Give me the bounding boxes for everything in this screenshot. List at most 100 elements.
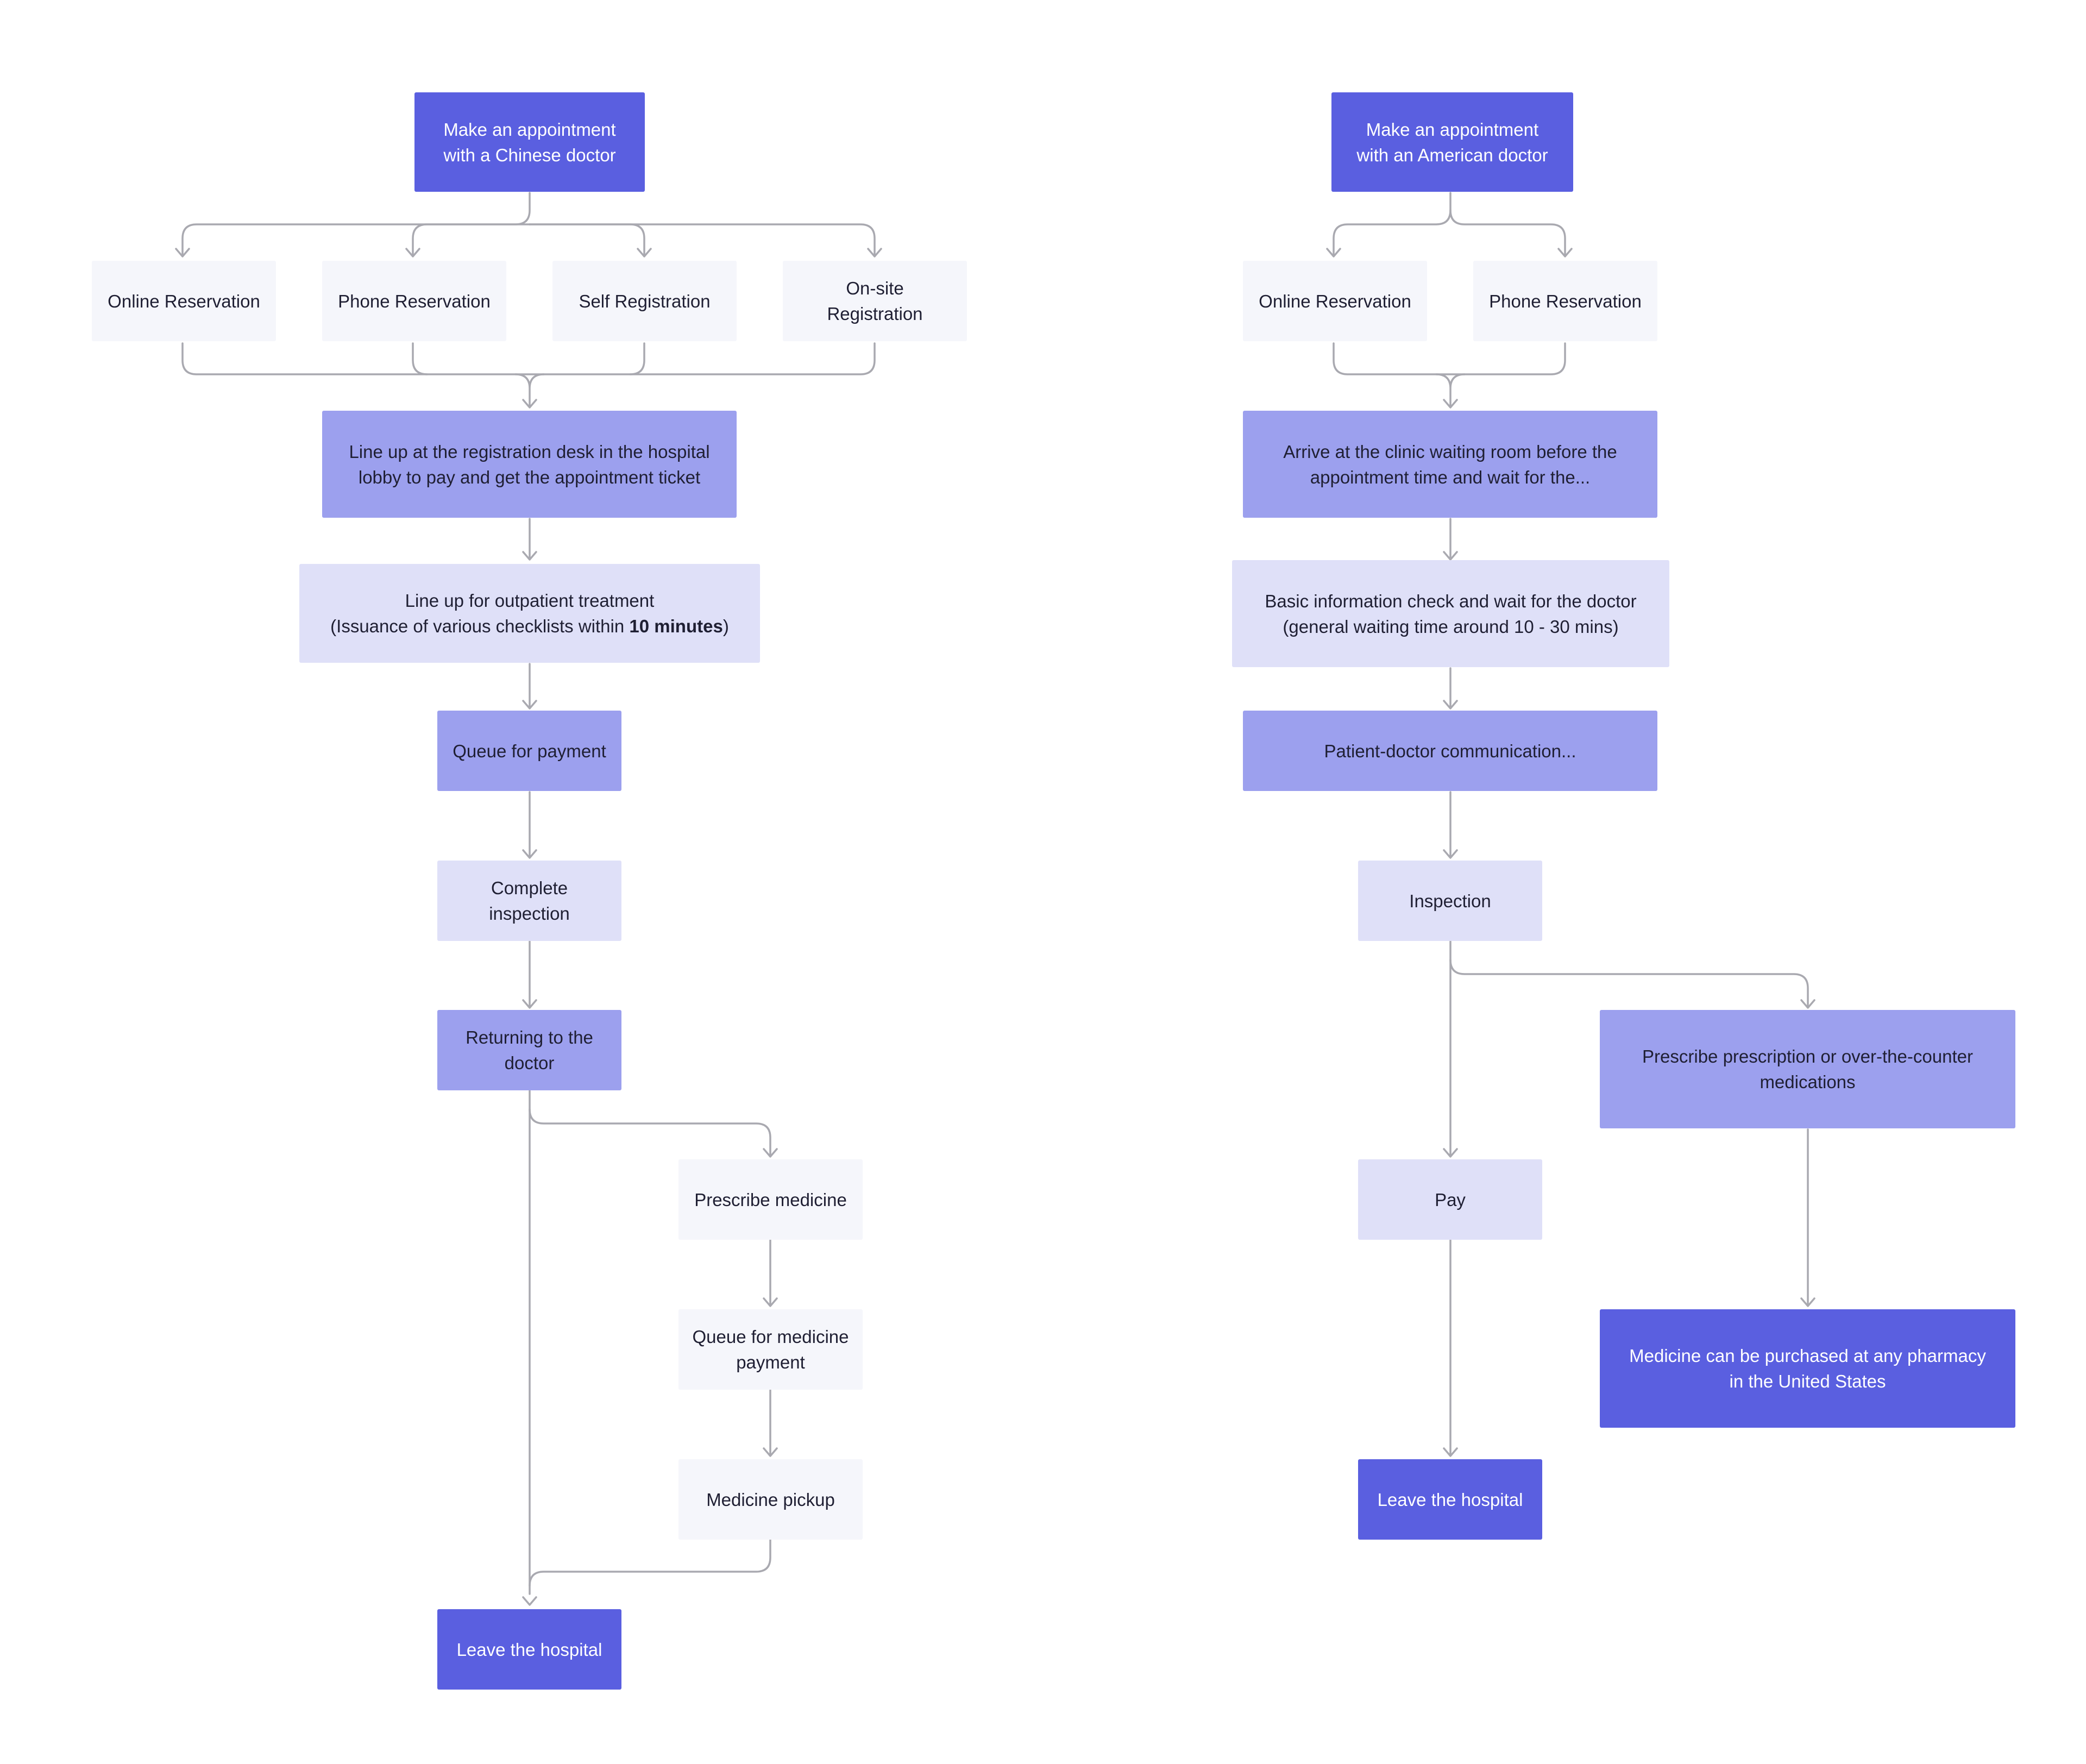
china-registration-desk-node[interactable]: Line up at the registration desk in the … xyxy=(322,411,737,518)
arrowhead xyxy=(175,248,190,258)
china-online-reservation-node[interactable]: Online Reservation xyxy=(92,261,276,341)
us-basic-info-node[interactable]: Basic information check and wait for the… xyxy=(1232,560,1669,667)
connector xyxy=(181,192,531,256)
connector xyxy=(529,223,876,256)
china-complete-inspection-node[interactable]: Complete inspection xyxy=(437,861,621,941)
arrowhead xyxy=(1443,399,1458,409)
arrowhead xyxy=(1443,700,1458,710)
us-pharmacy-node[interactable]: Medicine can be purchased at any pharmac… xyxy=(1600,1309,2015,1428)
arrowhead xyxy=(1443,849,1458,859)
us-pay-node[interactable]: Pay xyxy=(1358,1159,1542,1240)
arrowhead xyxy=(1557,248,1573,258)
node-label: Medicine can be purchased at any pharmac… xyxy=(1629,1346,1986,1366)
arrowhead xyxy=(522,700,537,710)
node-label: lobby to pay and get the appointment tic… xyxy=(358,467,701,487)
node-label: Line up for outpatient treatment xyxy=(405,591,655,611)
node-label: Pay xyxy=(1435,1189,1466,1210)
node-label: Complete xyxy=(491,878,568,898)
us-online-reservation-node[interactable]: Online Reservation xyxy=(1243,261,1427,341)
node-label: with a Chinese doctor xyxy=(443,145,616,165)
us-leave-hospital-node[interactable]: Leave the hospital xyxy=(1358,1459,1542,1540)
arrowhead xyxy=(405,248,420,258)
us-start-node[interactable]: Make an appointment with an American doct… xyxy=(1331,92,1573,192)
connector xyxy=(1435,373,1466,407)
connector xyxy=(412,223,531,256)
china-returning-doctor-node[interactable]: Returning to the doctor xyxy=(437,1010,621,1090)
arrowhead xyxy=(1443,551,1458,561)
arrowhead xyxy=(522,399,537,409)
node-label: appointment time and wait for the... xyxy=(1310,467,1591,487)
arrowhead xyxy=(522,1596,537,1606)
arrowhead xyxy=(1800,999,1815,1009)
connector xyxy=(181,342,876,375)
node-label: doctor xyxy=(504,1053,555,1073)
node-label: Returning to the xyxy=(466,1027,593,1047)
node-label: Queue for payment xyxy=(453,740,606,761)
node-label: Self Registration xyxy=(579,291,711,311)
china-queue-payment-node[interactable]: Queue for payment xyxy=(437,711,621,791)
node-label: payment xyxy=(736,1352,805,1372)
node-label: Online Reservation xyxy=(1259,291,1411,311)
connector xyxy=(1333,192,1452,256)
node-label: Queue for medicine xyxy=(692,1327,849,1347)
node-label: Leave the hospital xyxy=(456,1639,602,1660)
arrowhead xyxy=(1443,1447,1458,1457)
node-label: medications xyxy=(1760,1072,1856,1092)
node-label: Make an appointment xyxy=(443,119,616,140)
arrowhead xyxy=(1326,248,1341,258)
node-label: Patient-doctor communication... xyxy=(1324,740,1576,761)
node-label: Online Reservation xyxy=(108,291,260,311)
arrowhead xyxy=(637,248,652,258)
connector xyxy=(1449,959,1809,1008)
node-label: (general waiting time around 10 - 30 min… xyxy=(1283,616,1619,637)
node-label: Arrive at the clinic waiting room before… xyxy=(1283,441,1617,462)
china-medicine-pickup-node[interactable]: Medicine pickup xyxy=(678,1459,863,1540)
node-label: Medicine pickup xyxy=(706,1489,835,1510)
arrowhead xyxy=(522,999,537,1009)
china-prescribe-medicine-node[interactable]: Prescribe medicine xyxy=(678,1159,863,1240)
node-label: Prescribe medicine xyxy=(694,1189,847,1210)
connector xyxy=(412,342,428,375)
node-label: Phone Reservation xyxy=(1489,291,1642,311)
node-label: Basic information check and wait for the… xyxy=(1265,591,1637,611)
node-label: Phone Reservation xyxy=(338,291,491,311)
arrowhead xyxy=(522,849,537,859)
connector xyxy=(1333,342,1566,375)
node-label: in the United States xyxy=(1729,1371,1886,1391)
connector xyxy=(529,1108,771,1157)
china-queue-medicine-payment-node[interactable]: Queue for medicine payment xyxy=(678,1309,863,1390)
node-label: Inspection xyxy=(1409,890,1491,911)
us-arrive-clinic-node[interactable]: Arrive at the clinic waiting room before… xyxy=(1243,411,1657,518)
connector xyxy=(529,223,645,256)
connector xyxy=(529,1539,771,1587)
node-label: Make an appointment xyxy=(1366,119,1539,140)
arrowhead xyxy=(763,1447,778,1457)
arrowhead xyxy=(763,1297,778,1307)
connector xyxy=(514,373,545,407)
node-label: Prescribe prescription or over-the-count… xyxy=(1642,1046,1973,1066)
node-label: with an American doctor xyxy=(1356,145,1548,165)
us-phone-reservation-node[interactable]: Phone Reservation xyxy=(1473,261,1657,341)
us-inspection-node[interactable]: Inspection xyxy=(1358,861,1542,941)
arrowhead xyxy=(867,248,882,258)
connector xyxy=(1449,209,1566,256)
us-prescribe-node[interactable]: Prescribe prescription or over-the-count… xyxy=(1600,1010,2015,1128)
connector xyxy=(629,342,645,375)
us-communication-node[interactable]: Patient-doctor communication... xyxy=(1243,711,1657,791)
china-onsite-registration-node[interactable]: On-site Registration xyxy=(783,261,967,341)
china-outpatient-node[interactable]: Line up for outpatient treatment (Issuan… xyxy=(299,564,760,663)
node-label: (Issuance of various checklists within 1… xyxy=(330,616,729,636)
china-start-node[interactable]: Make an appointment with a Chinese doctor xyxy=(414,92,645,192)
node-label: inspection xyxy=(489,903,570,924)
node-label: Line up at the registration desk in the … xyxy=(349,441,710,462)
arrowhead xyxy=(1800,1297,1815,1307)
arrowhead xyxy=(1443,1148,1458,1158)
china-phone-reservation-node[interactable]: Phone Reservation xyxy=(322,261,506,341)
emphasis-text: 10 minutes xyxy=(629,616,723,636)
china-self-registration-node[interactable]: Self Registration xyxy=(552,261,737,341)
china-leave-hospital-node[interactable]: Leave the hospital xyxy=(437,1609,621,1690)
arrowhead xyxy=(763,1148,778,1158)
node-label: On-site Registration xyxy=(827,278,923,324)
node-label: Leave the hospital xyxy=(1377,1489,1523,1510)
